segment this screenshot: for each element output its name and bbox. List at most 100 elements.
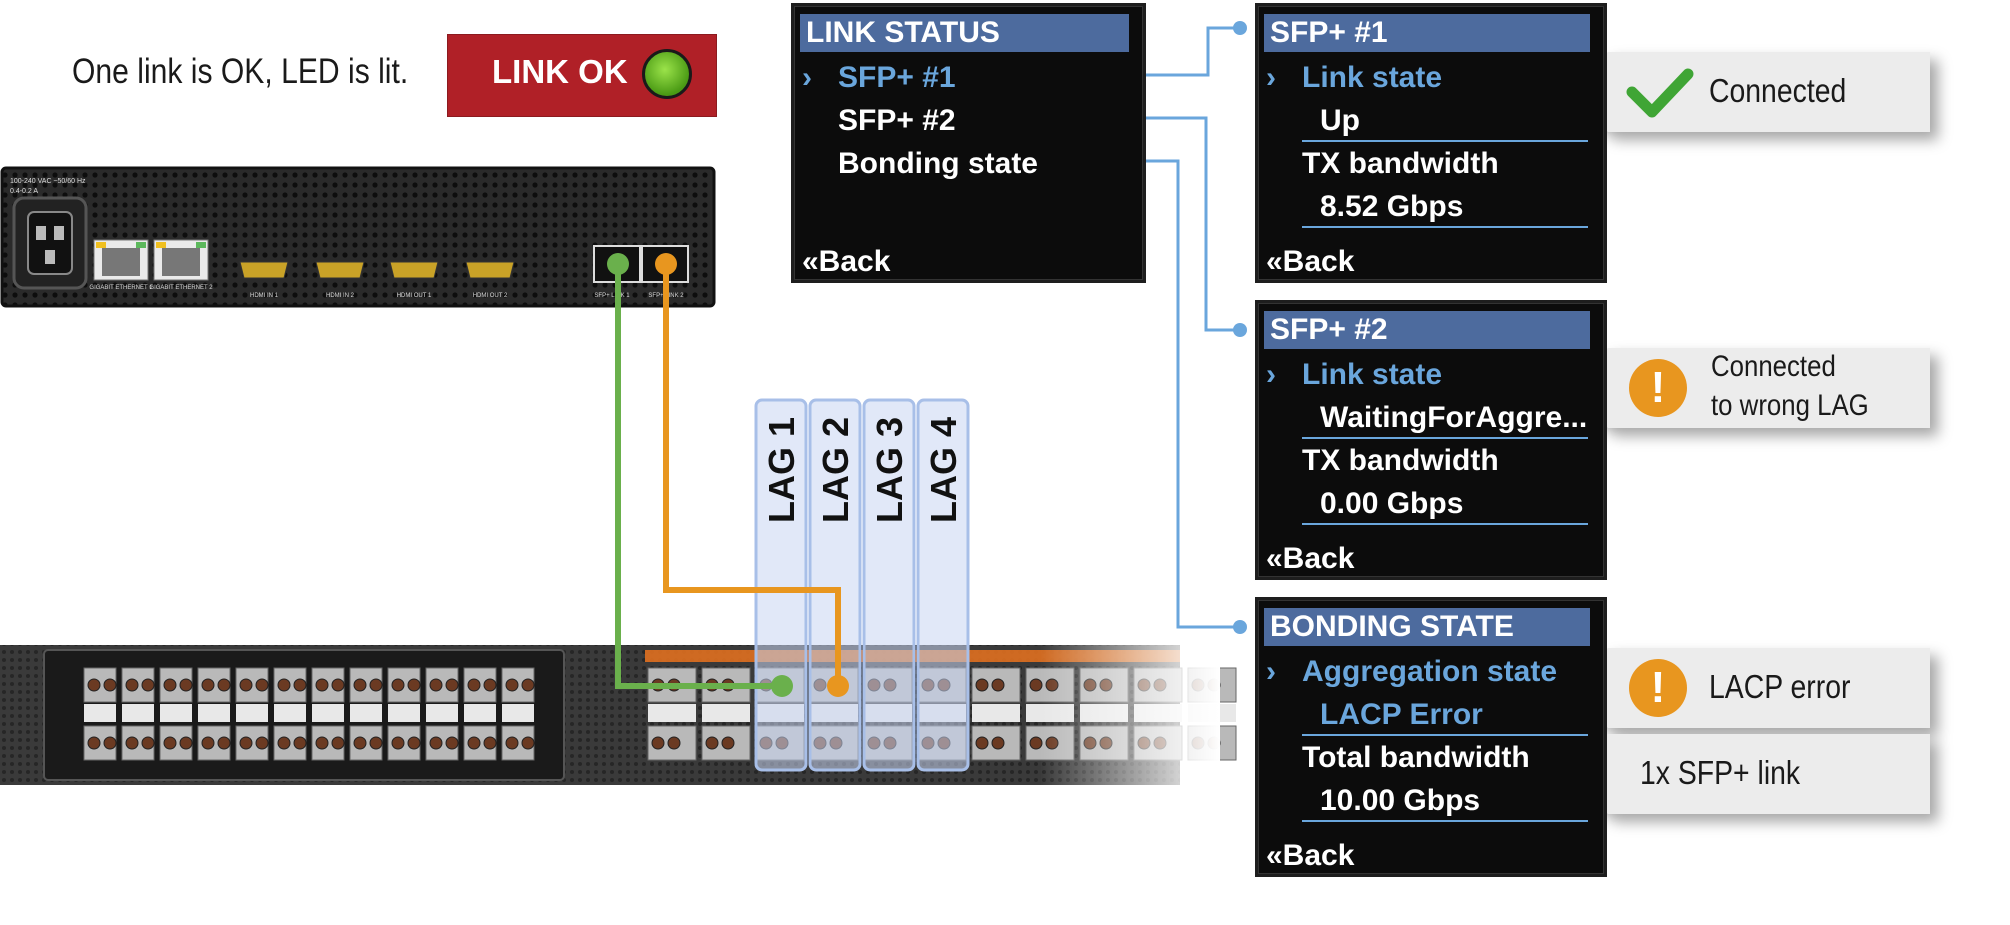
cable-link2 — [663, 264, 841, 686]
link-status-title: LINK STATUS — [800, 14, 1129, 52]
port-lens — [87, 678, 101, 692]
callout-wrong-lag-line1: Connected — [1711, 350, 1836, 383]
link-state-label[interactable]: Link state — [1302, 358, 1443, 391]
port-divider — [274, 704, 306, 722]
tx-bandwidth-value: 8.52 Gbps — [1320, 190, 1464, 223]
port-label-hdmi-in1: HDMI IN 1 — [250, 293, 279, 299]
port-divider — [648, 704, 696, 722]
port-lens — [505, 736, 519, 750]
port-lens — [239, 736, 253, 750]
port-lens — [239, 678, 253, 692]
menu-item-sfp2[interactable]: SFP+ #2 — [838, 104, 956, 137]
lag-1-column — [754, 398, 808, 772]
port-lens — [163, 736, 177, 750]
port-divider — [388, 704, 420, 722]
port-divider — [198, 704, 230, 722]
port-lens — [391, 678, 405, 692]
port-lens — [331, 736, 345, 750]
port-lens — [721, 736, 735, 750]
port-label-hdmi-out2: HDMI OUT 2 — [473, 293, 508, 299]
port-lens — [163, 678, 177, 692]
port-lens — [255, 678, 269, 692]
aggregation-state-value: LACP Error — [1320, 698, 1483, 731]
power-current-label: 0.4-0.2 A — [10, 188, 38, 195]
sfp1-screen: SFP+ #1 › Link state Up TX bandwidth 8.5… — [1255, 3, 1607, 283]
menu-item-bonding-state[interactable]: Bonding state — [838, 147, 1038, 180]
port-lens — [483, 678, 497, 692]
callout-connected-text: Connected — [1709, 72, 1847, 109]
warning-icon: ! — [1629, 359, 1687, 417]
lag-1-label: LAG 1 — [761, 417, 802, 524]
separator — [1302, 437, 1588, 439]
callout-lacp-error-text: LACP error — [1709, 668, 1851, 705]
port-lens — [651, 736, 665, 750]
tx-bandwidth-label[interactable]: TX bandwidth — [1302, 444, 1499, 477]
port-lens — [991, 678, 1005, 692]
separator — [1302, 140, 1588, 142]
callout-sfp-link — [1560, 734, 1930, 814]
port-divider — [84, 704, 116, 722]
lag-4-column — [916, 398, 970, 772]
port-lens — [445, 736, 459, 750]
lag-4-label: LAG 4 — [923, 417, 964, 524]
port-divider — [160, 704, 192, 722]
port-lens — [407, 678, 421, 692]
port-lens — [255, 736, 269, 750]
port-lens — [201, 736, 215, 750]
back-button[interactable]: «Back — [1266, 542, 1355, 575]
port-lens — [141, 736, 155, 750]
lag-2-column — [808, 398, 862, 772]
port-lens — [179, 678, 193, 692]
callout-wrong-lag-line2: to wrong LAG — [1711, 389, 1869, 422]
link-state-value: Up — [1320, 104, 1360, 137]
sfp2-screen: SFP+ #2 › Link state WaitingForAggre... … — [1255, 300, 1607, 580]
port-lens — [991, 736, 1005, 750]
port-divider — [312, 704, 344, 722]
port-lens — [505, 678, 519, 692]
port-divider — [464, 704, 496, 722]
port-lens — [141, 678, 155, 692]
separator — [1302, 734, 1588, 736]
port-label-eth2: GIGABIT ETHERNET 2 — [149, 285, 213, 291]
port-lens — [331, 678, 345, 692]
aggregation-state-label[interactable]: Aggregation state — [1302, 655, 1558, 688]
bonding-state-title: BONDING STATE — [1264, 608, 1590, 646]
led-icon — [642, 49, 692, 99]
ethernet-port-1-icon — [93, 239, 149, 281]
link-state-value: WaitingForAggre... — [1320, 401, 1588, 434]
port-lens — [705, 736, 719, 750]
link-ok-indicator: LINK OK — [447, 34, 717, 117]
chevron-right-icon: › — [1266, 61, 1276, 94]
total-bandwidth-label[interactable]: Total bandwidth — [1302, 741, 1530, 774]
port-divider — [426, 704, 458, 722]
tx-bandwidth-label[interactable]: TX bandwidth — [1302, 147, 1499, 180]
port-lens — [975, 678, 989, 692]
link-state-label[interactable]: Link state — [1302, 61, 1443, 94]
menu-item-sfp1[interactable]: SFP+ #1 — [838, 61, 956, 94]
ethernet-port-2-icon — [153, 239, 209, 281]
chevron-right-icon: › — [802, 61, 812, 94]
device-rear-panel: 100-240 VAC ~50/60 Hz 0.4-0.2 A GIGABIT … — [0, 166, 716, 308]
port-lens — [125, 678, 139, 692]
power-inlet-icon — [12, 196, 88, 290]
port-divider — [502, 704, 534, 722]
port-divider — [236, 704, 268, 722]
port-lens — [445, 678, 459, 692]
sfp1-title: SFP+ #1 — [1264, 14, 1590, 52]
port-lens — [103, 678, 117, 692]
port-lens — [467, 678, 481, 692]
back-button[interactable]: «Back — [1266, 839, 1355, 872]
port-lens — [293, 736, 307, 750]
port-lens — [975, 736, 989, 750]
port-lens — [353, 678, 367, 692]
back-button[interactable]: «Back — [1266, 245, 1355, 278]
cable-link1-plug-bottom — [771, 675, 793, 697]
link-status-screen: LINK STATUS › SFP+ #1 SFP+ #2 Bonding st… — [791, 3, 1146, 283]
separator — [1302, 523, 1588, 525]
back-button[interactable]: «Back — [802, 245, 891, 278]
cable-link2-plug-top — [655, 253, 677, 275]
port-lens — [201, 678, 215, 692]
port-lens — [315, 678, 329, 692]
port-lens — [369, 678, 383, 692]
